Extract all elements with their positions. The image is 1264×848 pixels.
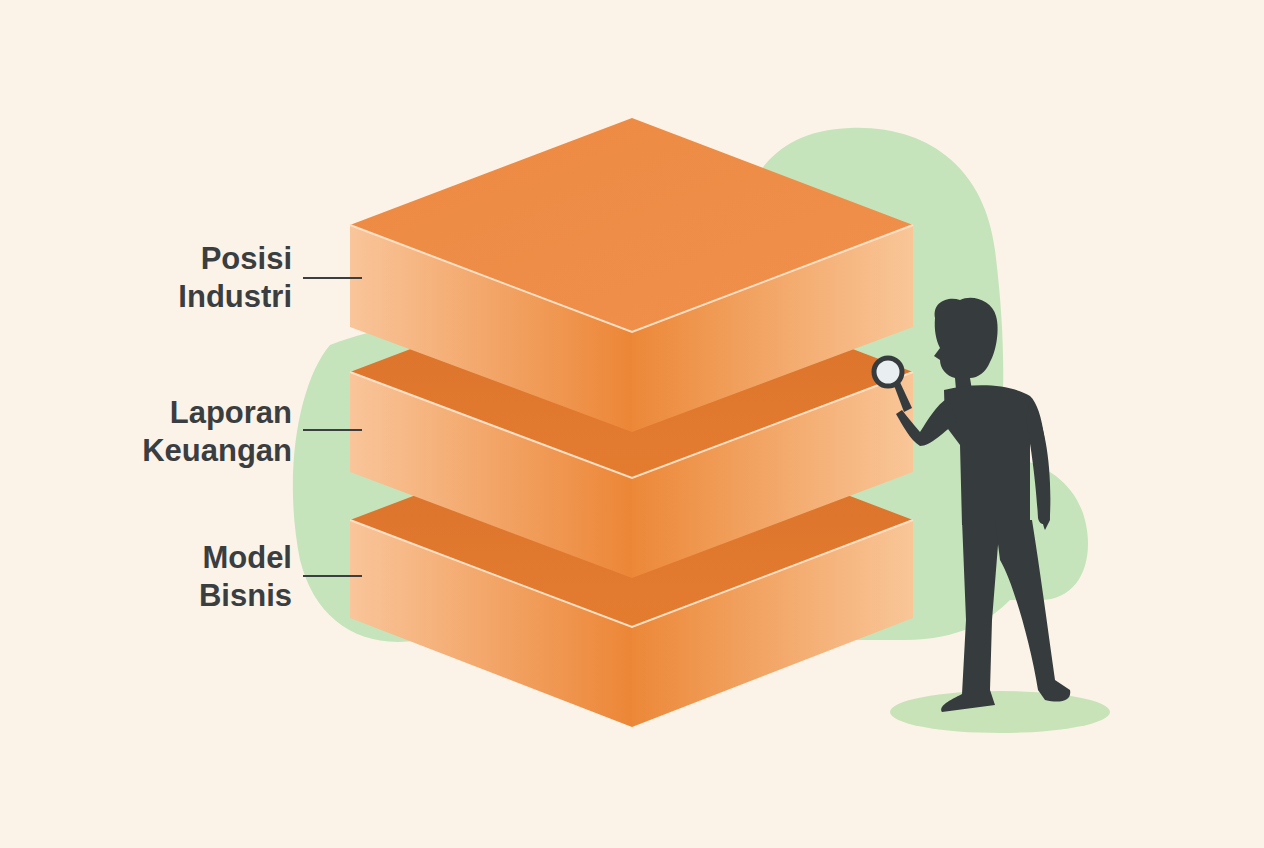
leader-lines — [303, 278, 362, 576]
magnifier-lens — [874, 358, 902, 386]
label-block: Posisi Industri — [122, 240, 292, 316]
label-block: Model Bisnis — [122, 539, 292, 615]
top-slab — [350, 118, 913, 432]
leader-line — [303, 429, 362, 431]
leader-line — [303, 277, 362, 279]
ground-shadow — [890, 691, 1110, 733]
layer-label: Laporan Keuangan — [122, 394, 292, 470]
layer-label: Posisi Industri — [122, 240, 292, 316]
leader-line — [303, 575, 362, 577]
person-silhouette — [892, 298, 1070, 712]
label-block: Laporan Keuangan — [122, 394, 292, 470]
layer-label: Model Bisnis — [122, 539, 292, 615]
